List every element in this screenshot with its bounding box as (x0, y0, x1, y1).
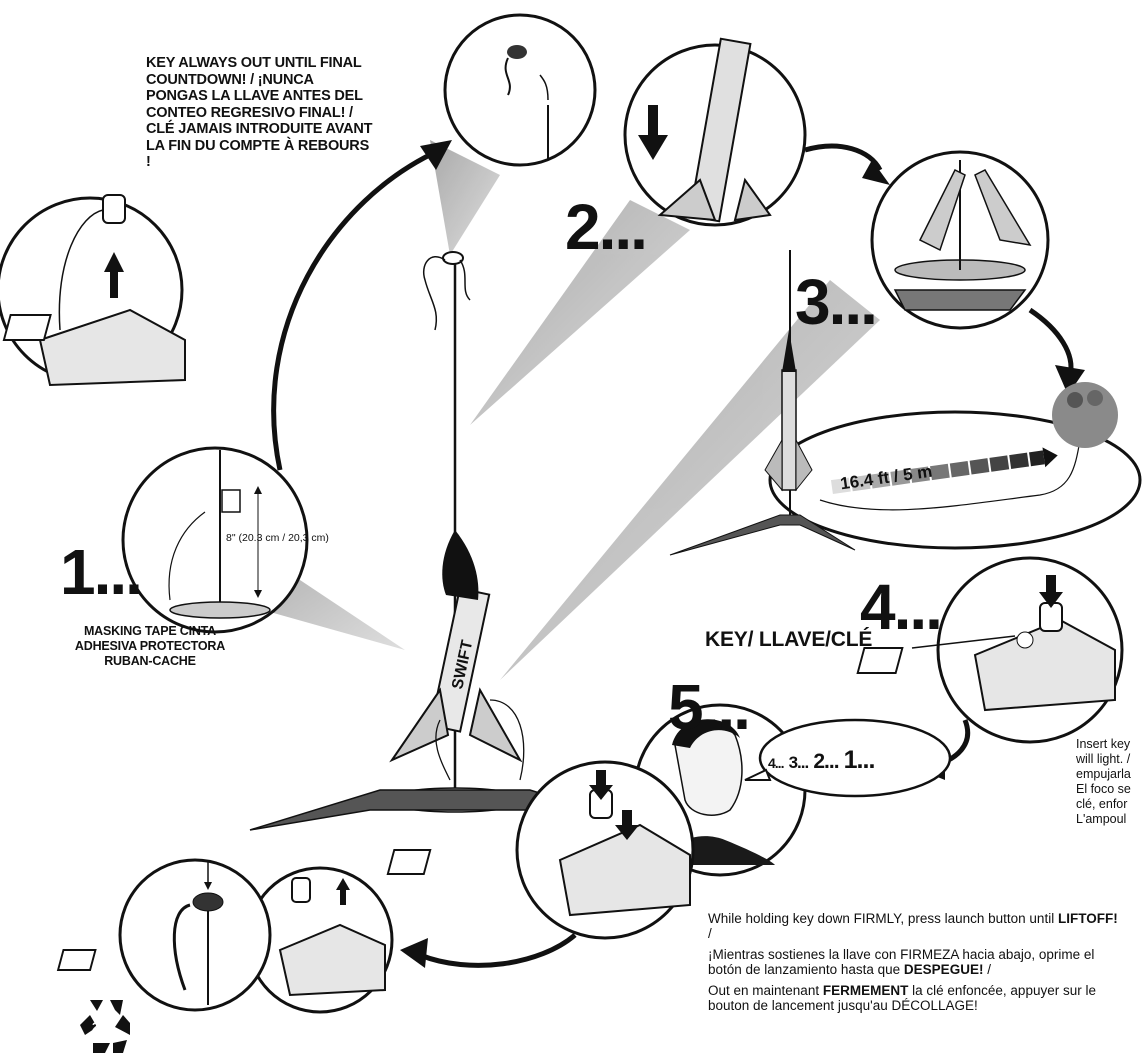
arrow-head-top (420, 140, 452, 170)
page-number: 22 (92, 1020, 106, 1034)
arrow-step1-to-top (271, 147, 442, 471)
step4-key-controller (856, 556, 1124, 744)
step-3-label: 3... (795, 266, 878, 338)
side-note-line: El foco se (1076, 782, 1131, 796)
recycle-icon (80, 1000, 130, 1053)
countdown-3: 3... (788, 753, 810, 772)
step2-rocket-circle (623, 37, 807, 227)
key-insert-note: Insert key will light. / empujarla El fo… (1076, 737, 1143, 827)
step-5-label: 5... (668, 671, 751, 743)
rocket-brand-text: SWIFT (449, 638, 476, 690)
key-warning-text: KEY ALWAYS OUT UNTIL FINAL COUNTDOWN! / … (146, 55, 373, 170)
launch-instructions: While holding key down FIRMLY, press lau… (708, 911, 1118, 1019)
launch-distance-scene (768, 382, 1142, 550)
instruction-en: While holding key down FIRMLY, press lau… (708, 911, 1118, 941)
key-label-leader (911, 635, 1016, 649)
masking-tape-label: MASKING TAPE CINTA ADHESIVA PROTECTORA R… (74, 624, 226, 668)
countdown-text: 4... 3... 2... 1... (768, 746, 876, 775)
side-note-line: empujarla (1076, 767, 1131, 781)
side-note-line: Insert key (1076, 737, 1131, 751)
igniter-clip-detail (118, 858, 272, 1012)
step-1-label: 1... (60, 536, 143, 608)
side-note-line: clé, enfor (1076, 797, 1128, 811)
streamer-detail-circle (443, 13, 597, 167)
tape-height-measurement: 8" (20.3 cm / 20,3 cm) (226, 532, 329, 544)
step-2-label: 2... (565, 191, 648, 263)
step-4-label: 4... (860, 571, 943, 643)
masking-tape-detail (121, 446, 309, 634)
countdown-2: 2... (813, 750, 839, 773)
main-rocket-and-pad (249, 251, 691, 841)
arrow-to-key-removal (419, 933, 577, 968)
side-note-line: L'ampoul (1076, 812, 1127, 826)
arrow-step2-to-3 (804, 143, 883, 172)
key-out-detail (0, 194, 186, 387)
small-rocket-on-pad (669, 250, 856, 556)
key-removed-after-launch (56, 866, 394, 1014)
launch-press-circle (386, 760, 695, 940)
countdown-1: 1... (843, 746, 876, 774)
countdown-4: 4... (768, 755, 785, 771)
step3-pad-circle (870, 150, 1050, 330)
side-note-line: will light. / (1076, 752, 1131, 766)
instruction-es: ¡Mientras sostienes la llave con FIRMEZA… (708, 947, 1095, 977)
key-label: KEY/ LLAVE/CLÉ (705, 628, 873, 651)
instruction-fr: Out en maintenant FERMEMENT la clé enfon… (708, 983, 1096, 1013)
